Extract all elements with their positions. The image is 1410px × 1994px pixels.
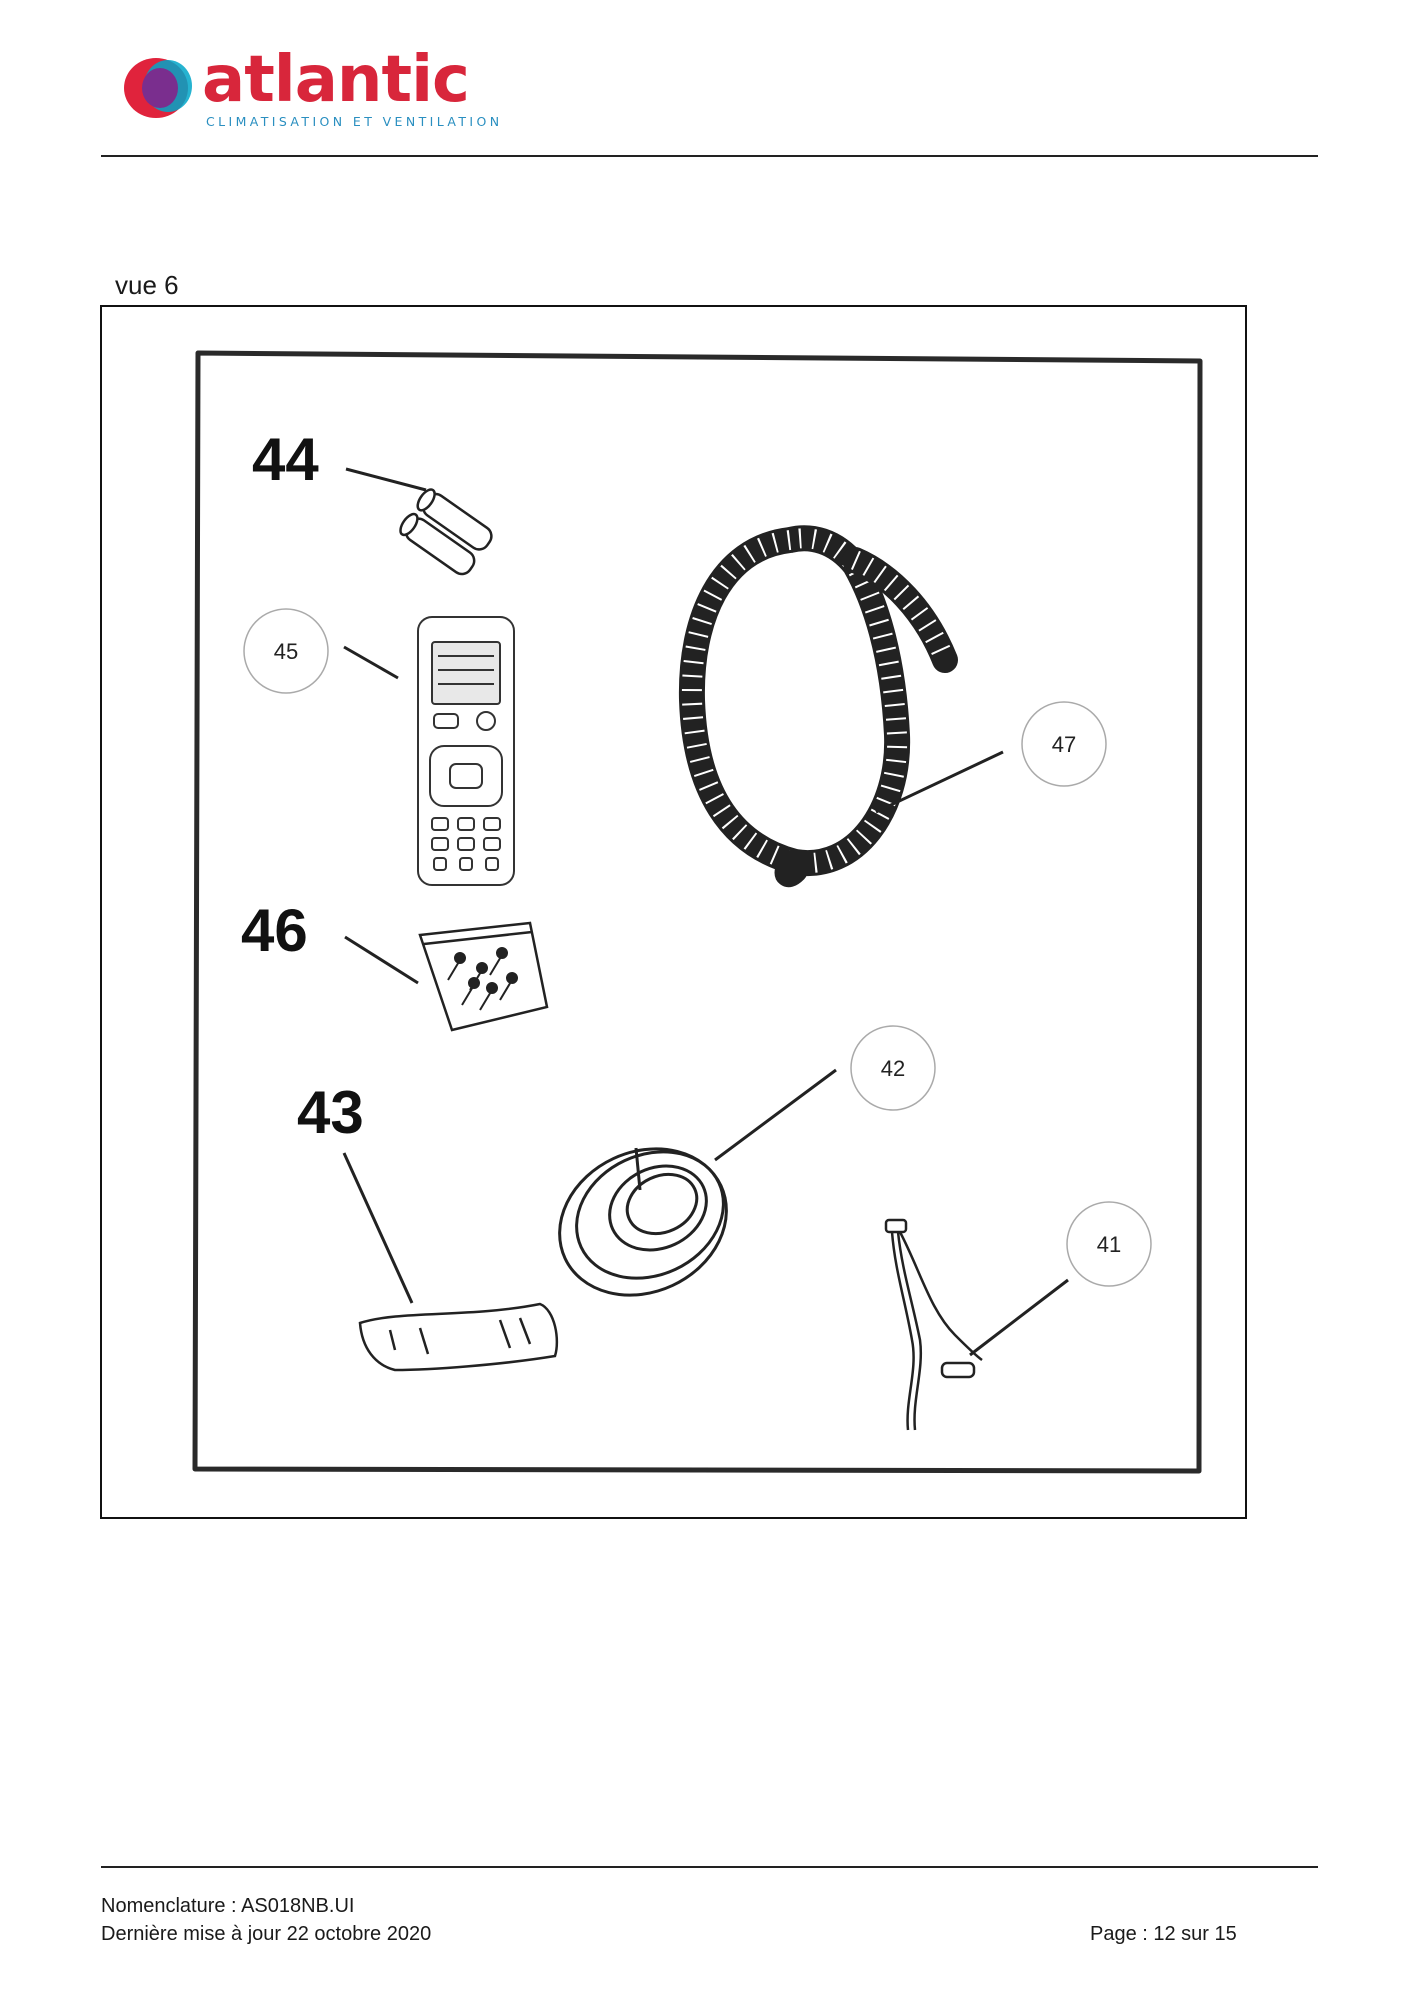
leader-line-41 — [969, 1278, 1069, 1357]
footer-nomenclature: Nomenclature : AS018NB.UI — [101, 1895, 355, 1917]
footer-rule — [101, 1866, 1318, 1868]
part-number-47: 47 — [1052, 732, 1076, 757]
callout-circle-45 — [243, 608, 329, 694]
callout-circle-41 — [1066, 1201, 1152, 1287]
header-rule — [101, 155, 1318, 157]
cable-harness-drawing — [884, 1218, 983, 1431]
part-number-41: 41 — [1097, 1232, 1121, 1257]
footer-page-number: Page : 12 sur 15 — [1090, 1923, 1237, 1945]
drawing-border — [192, 350, 1203, 1474]
bracket-clip-drawing — [358, 1302, 559, 1372]
brand-wordmark: atlantic — [202, 43, 470, 117]
figure-frame — [100, 305, 1247, 1519]
part-number-45: 45 — [274, 639, 298, 664]
view-label: vue 6 — [115, 270, 179, 300]
leader-line-47 — [875, 750, 1004, 814]
callout-circle-47 — [1021, 701, 1107, 787]
brand-tagline: CLIMATISATION ET VENTILATION — [206, 114, 503, 129]
part-number-44: 44 — [252, 426, 319, 493]
remote-control-drawing — [417, 616, 515, 886]
leader-line-43 — [342, 1152, 414, 1304]
leader-line-44 — [345, 467, 427, 492]
leader-line-45 — [343, 645, 399, 680]
atlantic-logo: atlantic CLIMATISATION ET VENTILATION — [118, 43, 499, 134]
footer-updated: Dernière mise à jour 22 octobre 2020 — [101, 1923, 432, 1945]
wall-sleeve-drawing — [558, 1147, 728, 1297]
part-number-46: 46 — [241, 897, 308, 964]
part-number-42: 42 — [881, 1056, 905, 1081]
screw-bag-drawing — [418, 921, 549, 1032]
spiral-hose-drawing — [678, 525, 958, 888]
batteries-drawing — [399, 488, 493, 576]
leader-line-42 — [714, 1068, 837, 1162]
brand-mark-icon — [124, 58, 192, 118]
part-number-43: 43 — [297, 1079, 364, 1146]
leader-line-46 — [344, 935, 419, 985]
callout-circle-42 — [850, 1025, 936, 1111]
